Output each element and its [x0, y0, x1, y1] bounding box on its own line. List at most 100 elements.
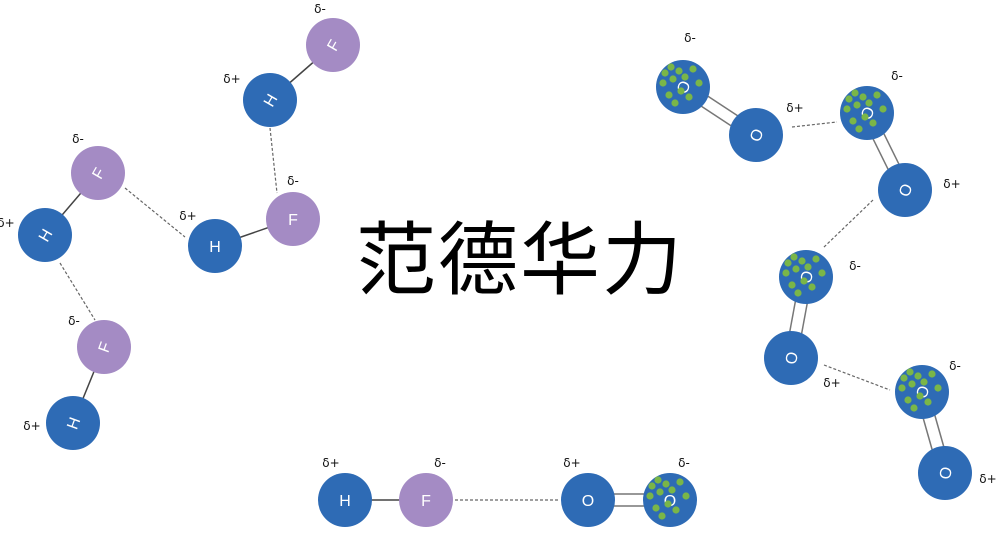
partial-charge-label: δ+	[786, 101, 803, 115]
electron-dot	[685, 93, 693, 101]
partial-charge-label: δ-	[287, 174, 299, 188]
electron-dot	[845, 95, 853, 103]
electron-dot	[855, 125, 863, 133]
partial-charge-label: δ-	[434, 456, 446, 470]
atom-o	[895, 365, 949, 419]
partial-charge-label: δ+	[322, 456, 339, 470]
electron-dot	[668, 486, 676, 494]
atom-o	[656, 60, 710, 114]
electron-dot	[861, 113, 869, 121]
electron-dot	[665, 91, 673, 99]
atom-o	[918, 446, 972, 500]
electron-dot	[648, 482, 656, 490]
partial-charge-label: δ-	[314, 2, 326, 16]
partial-charge-label: δ-	[72, 132, 84, 146]
electron-dot	[869, 119, 877, 127]
electron-dot	[928, 370, 936, 378]
atom-symbol: O	[937, 466, 956, 481]
atom-f	[71, 146, 125, 200]
diagram-title: 范德华力	[356, 214, 684, 307]
electron-dot	[656, 488, 664, 496]
hydrogen-bond-dashed-line	[59, 262, 96, 321]
electron-dot	[924, 398, 932, 406]
partial-charge-label: δ-	[684, 31, 696, 45]
electron-dot	[646, 492, 654, 500]
electron-dot	[784, 259, 792, 267]
electron-dot	[808, 283, 816, 291]
partial-charge-label: δ-	[949, 359, 961, 373]
electron-dot	[695, 79, 703, 87]
atom-f	[266, 192, 320, 246]
electron-dot	[908, 380, 916, 388]
atom-o	[840, 86, 894, 140]
electron-dot	[934, 384, 942, 392]
atom-symbol: H	[339, 493, 351, 510]
hydrogen-bond-dashed-line	[823, 364, 891, 391]
electron-dot	[843, 105, 851, 113]
atom-f	[77, 320, 131, 374]
electron-dot	[879, 105, 887, 113]
hydrogen-bond-dashed-line	[269, 127, 278, 194]
partial-charge-label: δ+	[563, 456, 580, 470]
partial-charge-label: δ-	[68, 314, 80, 328]
partial-charge-label: δ+	[943, 177, 960, 191]
atom-o	[643, 473, 697, 527]
electron-dot	[849, 117, 857, 125]
partial-charge-label: δ+	[23, 419, 40, 433]
electron-dot	[671, 99, 679, 107]
hydrogen-bond-dashed-line	[124, 187, 186, 238]
electron-dot	[910, 404, 918, 412]
atom-f	[399, 473, 453, 527]
partial-charge-label: δ+	[823, 376, 840, 390]
partial-charge-label: δ+	[179, 209, 196, 223]
atom-f	[306, 18, 360, 72]
hydrogen-bond-dashed-line	[791, 121, 838, 128]
atom-symbol: O	[896, 182, 916, 200]
electron-dot	[818, 269, 826, 277]
electron-dot	[654, 476, 662, 484]
electron-dot	[804, 263, 812, 271]
electron-dot	[689, 65, 697, 73]
electron-dot	[661, 69, 669, 77]
electron-dot	[782, 269, 790, 277]
atom-h	[188, 219, 242, 273]
electron-dot	[658, 512, 666, 520]
atom-o	[779, 250, 833, 304]
electron-dot	[853, 101, 861, 109]
atom-o	[764, 331, 818, 385]
electron-dot	[788, 281, 796, 289]
electron-dot	[851, 89, 859, 97]
electron-dot	[790, 253, 798, 261]
electron-dot	[920, 378, 928, 386]
electron-dot	[662, 480, 670, 488]
partial-charge-label: δ+	[979, 472, 996, 486]
electron-dot	[667, 63, 675, 71]
atom-h	[243, 73, 297, 127]
atom-symbol: O	[783, 351, 802, 366]
electron-dot	[676, 478, 684, 486]
atom-h	[18, 208, 72, 262]
partial-charge-label: δ-	[849, 259, 861, 273]
partial-charge-label: δ-	[678, 456, 690, 470]
electron-dot	[812, 255, 820, 263]
electron-dot	[914, 372, 922, 380]
electron-dot	[675, 67, 683, 75]
atom-o	[878, 163, 932, 217]
atom-symbol: F	[421, 493, 431, 510]
electron-dot	[798, 257, 806, 265]
partial-charge-label: δ+	[0, 216, 15, 230]
atom-o	[561, 473, 615, 527]
electron-dot	[682, 492, 690, 500]
hydrogen-bond-dashed-line	[822, 199, 874, 249]
atom-symbol: H	[209, 239, 221, 256]
electron-dot	[681, 73, 689, 81]
electron-dot	[898, 384, 906, 392]
atom-h	[318, 473, 372, 527]
atom-symbol: O	[747, 127, 767, 145]
atom-h	[46, 396, 100, 450]
electron-dot	[792, 265, 800, 273]
electron-dot	[865, 99, 873, 107]
electron-dot	[652, 504, 660, 512]
